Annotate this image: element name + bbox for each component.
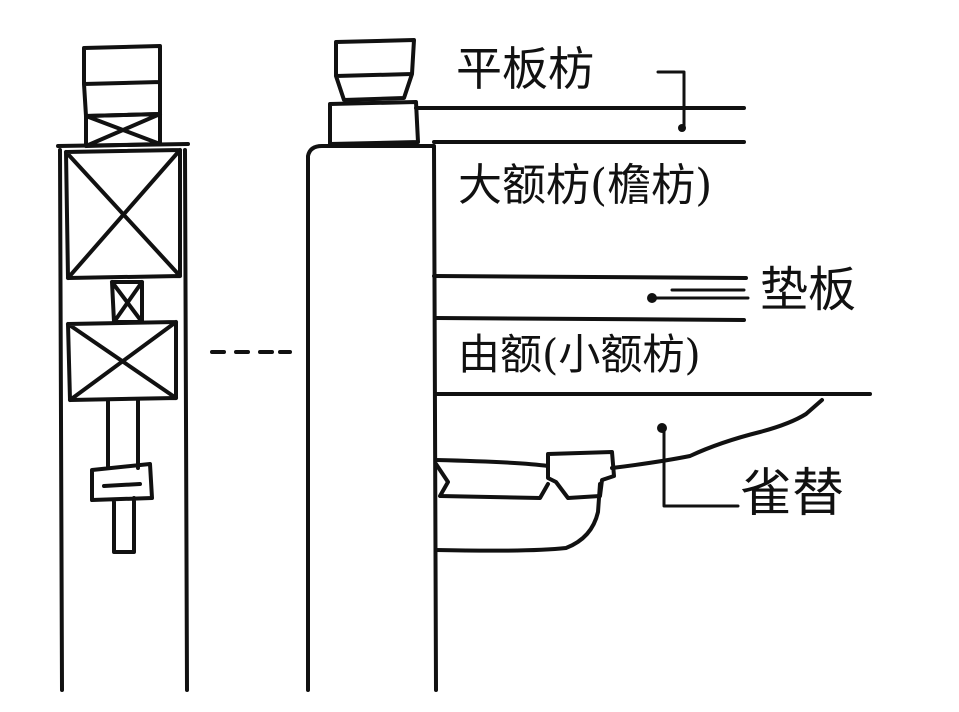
leader-lines <box>647 70 750 508</box>
side-section <box>56 44 190 692</box>
label-dian-ban: 垫板 <box>760 262 857 318</box>
label-pingban-fang: 平板枋 <box>456 42 594 96</box>
elevation-top-bowl <box>334 38 416 102</box>
elevation-pingban-block <box>328 100 420 146</box>
elevation-view <box>306 38 872 692</box>
dian-ban-dot <box>647 293 657 303</box>
pingban-fang-dot <box>678 124 686 132</box>
que-ti-dot <box>657 423 667 433</box>
que-ti-inner-curve <box>434 462 550 500</box>
pingban-fang-leader <box>656 70 686 130</box>
side-column-head-line <box>56 142 190 148</box>
que-ti-block <box>546 450 616 500</box>
side-column-left-edge <box>58 148 64 692</box>
elevation-column <box>306 144 438 692</box>
label-que-ti: 雀替 <box>740 464 845 524</box>
side-large-beam <box>64 148 182 280</box>
dian-ban-leader <box>650 288 750 300</box>
side-small-beam <box>66 320 178 402</box>
label-you-e: 由额(小额枋) <box>458 330 701 379</box>
label-da-e-fang: 大额枋(檐枋) <box>458 160 713 211</box>
que-ti-profile <box>434 398 824 470</box>
que-ti-lower-curve <box>434 482 602 553</box>
side-top-block <box>82 44 162 118</box>
you-e-top <box>434 316 746 322</box>
side-small-cross-block <box>84 112 162 148</box>
side-column-right-edge <box>183 148 189 692</box>
da-e-fang-bottom <box>432 274 748 280</box>
side-panel-section <box>110 280 144 324</box>
side-bracket-section <box>90 398 154 554</box>
que-ti-leader <box>662 426 740 508</box>
